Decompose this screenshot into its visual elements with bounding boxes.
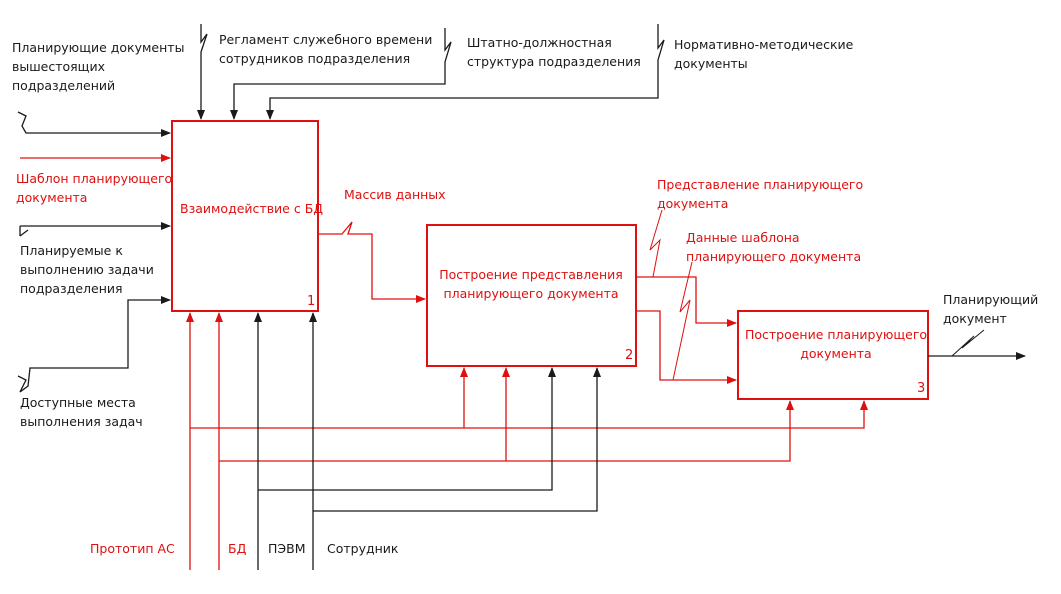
arrow-template-data: [636, 261, 737, 384]
arrow-template-data-line2: планирующего документа: [686, 249, 861, 264]
arrow-representation-line1: Представление планирующего: [657, 177, 863, 192]
arrow-data-array-label: Массив данных: [344, 187, 446, 202]
output-label-line1: Планирующий: [943, 292, 1038, 307]
control-1-line2: сотрудников подразделения: [219, 51, 410, 66]
input-1-line2: вышестоящих: [12, 59, 105, 74]
input-arrow-3: [19, 222, 171, 237]
block-3-number: 3: [917, 381, 925, 396]
input-1-line1: Планирующие документы: [12, 40, 184, 55]
mechanism-label-employee: Сотрудник: [327, 541, 399, 556]
arrow-data-array: [318, 221, 426, 303]
block-1-label: Взаимодействие с БД: [180, 201, 323, 216]
control-1-line1: Регламент служебного времени: [219, 32, 432, 47]
mechanism-arrow-prototype: [186, 312, 868, 570]
block-2-number: 2: [625, 348, 633, 363]
output-arrow: [928, 329, 1026, 360]
input-2-line1: Шаблон планирующего: [16, 171, 172, 186]
block-3-label-line2: документа: [800, 346, 871, 361]
block-2-label-line1: Построение представления: [439, 267, 623, 282]
control-2-line2: структура подразделения: [467, 54, 641, 69]
mechanism-arrow-employee: [309, 312, 601, 570]
input-3-line1: Планируемые к: [20, 243, 123, 258]
control-3-line1: Нормативно-методические: [674, 37, 854, 52]
input-4-line1: Доступные места: [20, 395, 136, 410]
control-2-line1: Штатно-должностная: [467, 35, 612, 50]
control-arrow-3: [266, 24, 665, 120]
block-1: Взаимодействие с БД 1: [171, 120, 323, 312]
mechanism-label-db: БД: [228, 541, 247, 556]
input-arrow-4: [17, 296, 171, 393]
block-2-label-line2: планирующего документа: [443, 286, 618, 301]
mechanism-label-prototype: Прототип АС: [90, 541, 175, 556]
block-2: Построение представления планирующего до…: [426, 224, 637, 367]
output-label-line2: документ: [943, 311, 1007, 326]
input-3-line2: выполнению задачи: [20, 262, 154, 277]
input-arrow-1: [17, 111, 171, 137]
input-4-line2: выполнения задач: [20, 414, 143, 429]
control-3-line2: документы: [674, 56, 748, 71]
mechanism-label-pc: ПЭВМ: [268, 541, 306, 556]
block-1-number: 1: [307, 294, 315, 309]
control-arrow-2: [230, 28, 452, 120]
arrow-representation-line2: документа: [657, 196, 728, 211]
input-1-line3: подразделений: [12, 78, 115, 93]
input-3-line3: подразделения: [20, 281, 123, 296]
input-2-line2: документа: [16, 190, 87, 205]
arrow-representation: [636, 209, 737, 327]
arrow-template-data-line1: Данные шаблона: [686, 230, 800, 245]
block-3-label-line1: Построение планирующего: [745, 327, 927, 342]
control-arrow-1: [197, 24, 208, 120]
mechanism-arrow-pc: [254, 312, 556, 570]
mechanism-arrow-db: [215, 312, 794, 570]
block-3: Построение планирующего документа 3: [737, 310, 929, 400]
